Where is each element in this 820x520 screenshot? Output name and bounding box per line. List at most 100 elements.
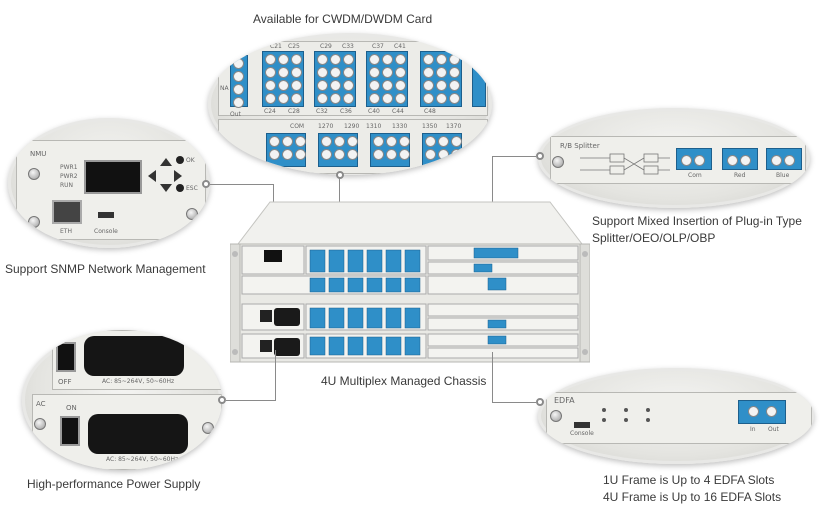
chassis-adapter-block — [309, 336, 326, 356]
chassis-adapter-block — [309, 277, 326, 293]
chassis-adapter-block — [385, 249, 402, 273]
lc-connector — [395, 67, 406, 78]
chassis-adapter-block — [473, 263, 493, 273]
power-switch-lower[interactable] — [60, 416, 80, 446]
nmu-right-key[interactable] — [174, 170, 182, 182]
edfa-leader-line-v — [492, 352, 493, 402]
chassis-adapter-block — [347, 249, 364, 273]
lc-connector — [269, 149, 280, 160]
splitter-port-label-red: Red — [734, 172, 746, 179]
nmu-zoom: NMU PWR1 PWR2 RUN OK ESC ETH Console — [8, 118, 210, 248]
cwdm-leader-dot — [336, 171, 344, 179]
lc-connector — [343, 80, 354, 91]
lc-connector — [399, 149, 410, 160]
splitter-title: R/B Splitter — [560, 142, 600, 150]
power-socket-upper — [84, 336, 184, 376]
chassis-adapter-block — [404, 336, 421, 356]
lc-connector — [436, 54, 447, 65]
cwdm-ch-top-5: C41 — [394, 43, 406, 50]
lc-connector — [295, 149, 306, 160]
lc-connector — [291, 80, 302, 91]
cwdm-wl-label-0: COM — [290, 123, 305, 130]
lc-connector — [449, 67, 460, 78]
lc-connector — [291, 93, 302, 104]
power-socket-lower — [88, 414, 188, 454]
lc-connector — [386, 149, 397, 160]
lc-connector — [278, 80, 289, 91]
edfa-title: EDFA — [554, 396, 575, 405]
lc-connector — [269, 136, 280, 147]
chassis-adapter-block — [309, 249, 326, 273]
nmu-up-key[interactable] — [160, 158, 172, 166]
lc-connector — [347, 149, 358, 160]
lc-connector — [317, 54, 328, 65]
lc-connector — [265, 54, 276, 65]
lc-connector — [321, 149, 332, 160]
chassis-adapter-block — [487, 335, 507, 345]
splitter-caption: Support Mixed Insertion of Plug-in Type … — [592, 213, 802, 247]
lc-connector — [425, 149, 436, 160]
edfa-status-led — [602, 408, 606, 412]
splitter-leader-line — [492, 156, 536, 157]
nmu-esc-label: ESC — [186, 185, 198, 192]
lc-connector — [382, 67, 393, 78]
lc-connector — [373, 136, 384, 147]
lc-connector — [295, 136, 306, 147]
nmu-ok-key[interactable] — [176, 156, 184, 164]
lc-connector — [233, 58, 244, 69]
chassis-adapter-block — [328, 336, 345, 356]
nmu-down-key[interactable] — [160, 184, 172, 192]
edfa-status-led — [646, 408, 650, 412]
nmu-eth-port[interactable] — [52, 200, 82, 224]
snmp-caption: Support SNMP Network Management — [5, 262, 206, 276]
edfa-status-led — [624, 418, 628, 422]
chassis-adapter-block — [404, 307, 421, 329]
power-leader-line-v — [275, 350, 276, 400]
cwdm-ch-bottom-5: C44 — [392, 108, 404, 115]
power-leader-dot — [218, 396, 226, 404]
chassis-adapter-block — [366, 307, 383, 329]
edfa-screw — [550, 410, 562, 422]
lc-connector — [399, 136, 410, 147]
lc-connector — [278, 54, 289, 65]
cwdm-out-label: Out — [230, 111, 241, 118]
nmu-leader-dot — [202, 180, 210, 188]
nmu-left-key[interactable] — [148, 170, 156, 182]
nmu-console-port[interactable] — [98, 212, 114, 218]
edfa-console-port[interactable] — [574, 422, 590, 428]
edfa-leader-line — [492, 402, 536, 403]
chassis-adapter-block — [487, 319, 507, 329]
edfa-in-label: In — [750, 426, 756, 433]
lc-connector — [278, 93, 289, 104]
power-switch-upper[interactable] — [56, 342, 76, 372]
lc-connector — [740, 155, 751, 166]
chassis-adapter-block — [404, 249, 421, 273]
cwdm-wl-label-3: 1310 — [366, 123, 382, 130]
edfa-out-connector — [766, 406, 777, 417]
lc-connector — [395, 54, 406, 65]
lc-connector — [694, 155, 705, 166]
chassis-adapter-block — [404, 277, 421, 293]
lc-connector — [423, 54, 434, 65]
edfa-caption-line-2: 4U Frame is Up to 16 EDFA Slots — [603, 490, 782, 504]
cwdm-wl-label-2: 1290 — [344, 123, 360, 130]
chassis-adapter-block — [385, 277, 402, 293]
nmu-leader-line — [210, 184, 274, 185]
chassis-adapter-block — [385, 336, 402, 356]
cwdm-ch-bottom-0: C24 — [264, 108, 276, 115]
power-zoom: OFF AC: 85~264V, 50~60Hz AC ON AC: 85~26… — [22, 330, 222, 470]
lc-connector — [423, 80, 434, 91]
lc-connector — [347, 136, 358, 147]
lc-connector — [395, 80, 406, 91]
lc-connector — [373, 149, 384, 160]
nmu-esc-key[interactable] — [176, 184, 184, 192]
edfa-caption-line-1: 1U Frame is Up to 4 EDFA Slots — [603, 473, 775, 487]
edfa-adapter — [738, 400, 786, 424]
nmu-led-pwr1: PWR1 — [60, 164, 78, 171]
lc-connector — [330, 54, 341, 65]
lc-connector — [436, 80, 447, 91]
chassis-image — [230, 201, 590, 363]
edfa-status-led — [646, 418, 650, 422]
lc-connector — [291, 67, 302, 78]
power-leader-line — [226, 400, 276, 401]
